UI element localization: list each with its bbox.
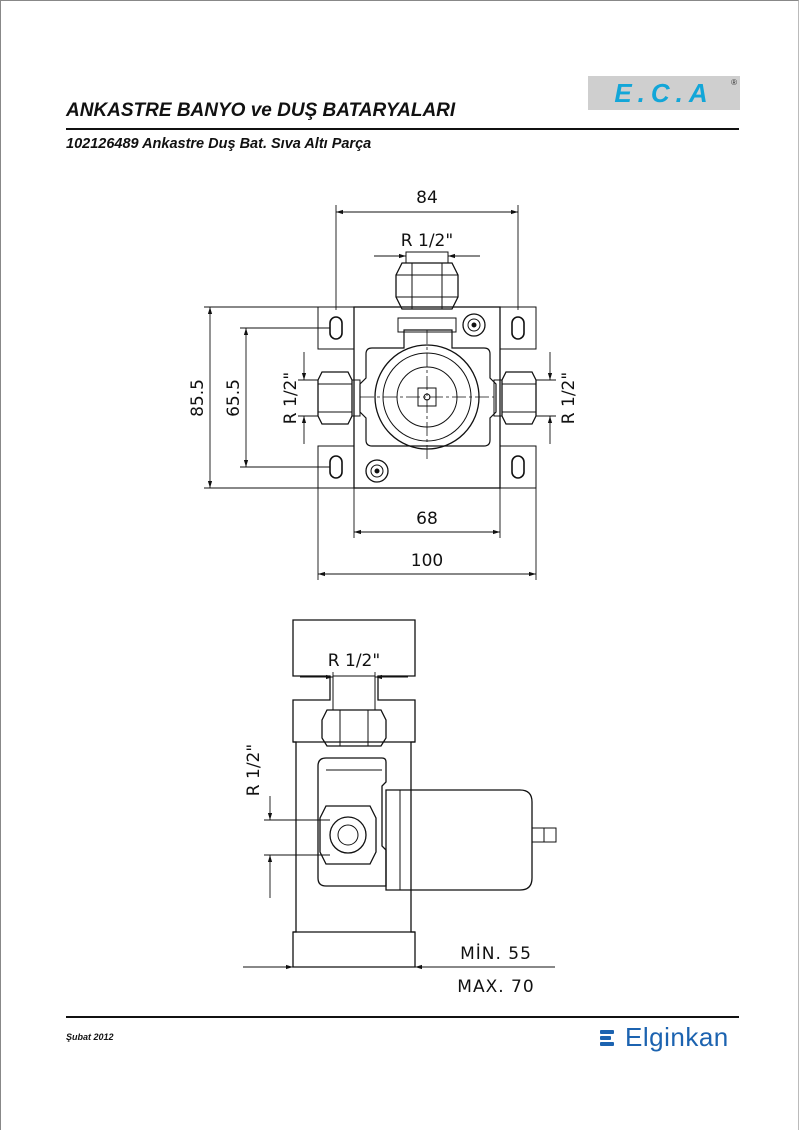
header-rule — [66, 128, 739, 130]
right-hex-nut — [501, 371, 537, 425]
slot-tr — [511, 316, 525, 340]
footer-rule — [66, 1016, 739, 1018]
dim-100: 100 — [411, 551, 443, 571]
elginkan-brand-text: Elginkan — [625, 1022, 729, 1052]
side-cover-outline — [292, 619, 416, 968]
inner-outline — [359, 329, 497, 447]
slot-br — [511, 455, 525, 479]
dim-right-thread: R 1/2" — [559, 372, 579, 424]
eca-logo-text: E.C.A — [614, 78, 714, 108]
screw-top-right — [462, 313, 486, 337]
front-view — [317, 251, 537, 489]
registered-mark: ® — [731, 78, 737, 87]
page-subtitle: 102126489 Ankastre Duş Bat. Sıva Altı Pa… — [66, 136, 372, 152]
front-dim-labels: 84 R 1/2" 85.5 65.5 R 1/2" R 1/2" 68 100 — [188, 188, 579, 571]
screw-bottom-left — [365, 459, 389, 483]
side-dim-left-thread: R 1/2" — [244, 744, 264, 796]
slot-tl — [329, 316, 343, 340]
flange-bottom-right — [499, 445, 537, 489]
side-top-nut — [321, 709, 387, 747]
side-view — [292, 619, 557, 968]
cartridge-housing — [385, 789, 533, 891]
top-thread — [405, 251, 449, 264]
dim-max-70: MAX. 70 — [457, 977, 534, 997]
side-dimensions — [243, 672, 555, 970]
side-dim-top-thread: R 1/2" — [328, 651, 380, 671]
side-dim-labels: R 1/2" R 1/2" MİN. 55 MAX. 70 — [244, 651, 534, 997]
footer-date: Şubat 2012 — [66, 1032, 114, 1042]
front-dimensions — [204, 205, 556, 580]
dim-top-thread: R 1/2" — [401, 231, 453, 251]
side-top-stem — [332, 675, 376, 711]
dim-84: 84 — [416, 188, 438, 208]
side-valve-body — [317, 757, 387, 887]
side-port-nut — [319, 805, 377, 865]
eca-logo: E.C.A ® — [588, 76, 740, 110]
dim-85-5: 85.5 — [188, 379, 208, 417]
slot-bl — [329, 455, 343, 479]
elginkan-brand: Elginkan — [600, 1022, 729, 1053]
left-hex-nut — [317, 371, 353, 425]
dim-65-5: 65.5 — [224, 379, 244, 417]
page-title: ANKASTRE BANYO ve DUŞ BATARYALARI — [66, 100, 456, 121]
dim-left-thread: R 1/2" — [281, 372, 301, 424]
front-body — [353, 306, 501, 489]
top-hex-nut — [395, 262, 459, 310]
dim-68: 68 — [416, 509, 438, 529]
dim-min-55: MİN. 55 — [460, 943, 532, 964]
flange-top-right — [499, 306, 537, 350]
elginkan-mark-icon — [600, 1029, 618, 1047]
